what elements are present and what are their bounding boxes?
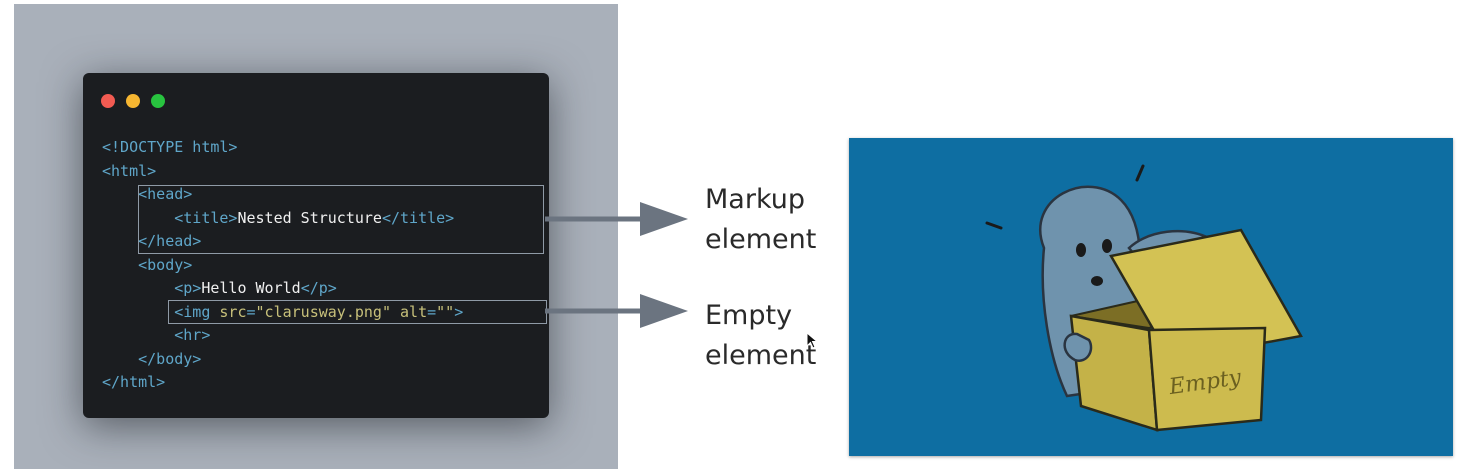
empty-label-line1: Empty — [705, 300, 793, 331]
code-token: </title> — [381, 208, 455, 227]
code-token: = — [427, 302, 437, 321]
code-line: <img src="clarusway.png" alt=""> — [102, 301, 463, 323]
code-line: <head> — [102, 183, 192, 205]
code-token: alt — [400, 302, 428, 321]
code-token: <hr> — [102, 326, 211, 344]
code-token: Nested Structure — [237, 208, 382, 227]
code-line: <p>Hello World</p> — [102, 277, 337, 299]
empty-arrow-head — [640, 294, 688, 328]
code-token: src — [219, 302, 247, 321]
motion-mark — [985, 221, 1003, 230]
code-token: "" — [436, 302, 455, 321]
code-token: <img — [102, 302, 220, 321]
empty-label-line2: element — [705, 340, 817, 371]
code-line: <html> — [102, 160, 156, 182]
code-token: <p> — [102, 279, 202, 297]
maximize-dot-icon — [151, 94, 165, 108]
code-window: <!DOCTYPE html> <html> <head> <title>Nest… — [83, 73, 549, 418]
empty-box-illustration: Empty — [849, 138, 1453, 456]
box-front — [1069, 314, 1159, 432]
code-token: </p> — [300, 279, 337, 297]
code-line: <hr> — [102, 324, 210, 346]
code-token: <body> — [102, 255, 193, 274]
box-side — [1147, 326, 1267, 432]
creature-eye — [1076, 243, 1086, 257]
minimize-dot-icon — [126, 94, 140, 108]
code-token: "clarusway.png" — [255, 302, 391, 321]
creature-mouth — [1091, 276, 1103, 286]
code-line: <!DOCTYPE html> — [102, 136, 237, 158]
illustration-art: Empty — [985, 164, 1303, 432]
code-token: <html> — [102, 161, 157, 180]
code-token: > — [454, 302, 464, 321]
code-token: Hello World — [201, 279, 301, 297]
code-line: <title>Nested Structure</title> — [102, 207, 454, 229]
markup-arrow-head — [640, 202, 688, 236]
code-line: </body> — [102, 348, 201, 370]
close-dot-icon — [101, 94, 115, 108]
code-token: <title> — [102, 208, 238, 227]
markup-label-line2: element — [705, 224, 817, 255]
code-line: </html> — [102, 371, 165, 393]
motion-mark — [1135, 164, 1145, 182]
code-token: </body> — [102, 349, 202, 368]
mouse-cursor-icon — [806, 332, 819, 349]
markup-label-line1: Markup — [705, 184, 805, 215]
code-token: = — [246, 302, 256, 321]
code-line: </head> — [102, 230, 201, 252]
creature-eye — [1102, 239, 1112, 253]
creature-hand — [1063, 332, 1093, 362]
code-token: <!DOCTYPE html> — [102, 138, 238, 156]
head-highlight-box — [138, 185, 544, 254]
code-line: <body> — [102, 254, 192, 276]
code-token: </html> — [102, 373, 166, 391]
code-token: <head> — [102, 185, 193, 203]
img-highlight-box — [168, 300, 547, 324]
empty-element-label: Empty element — [705, 296, 816, 376]
markup-element-label: Markup element — [705, 180, 816, 260]
code-token: </head> — [102, 232, 202, 250]
